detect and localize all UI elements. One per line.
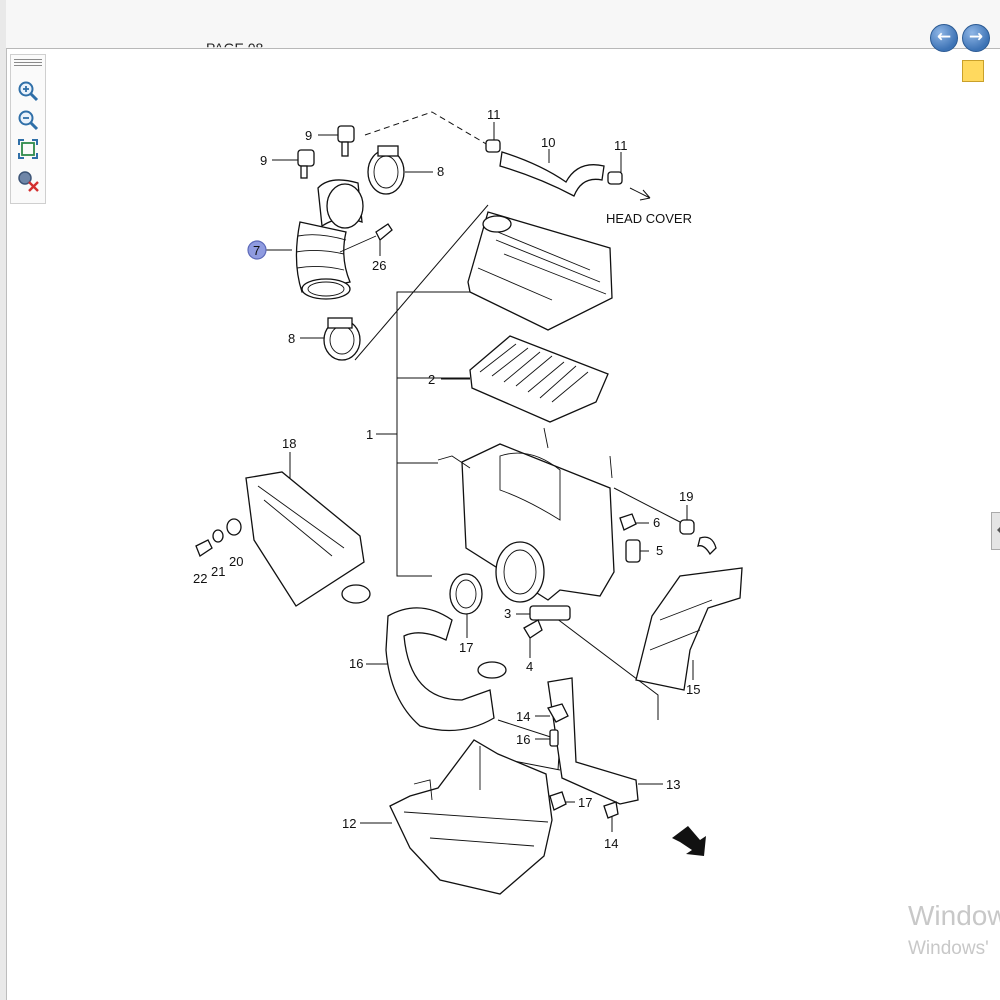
callout-9b: 9 (260, 153, 267, 168)
arrow-right-icon: → (968, 27, 984, 47)
callout-13: 13 (666, 777, 680, 792)
callout-12: 12 (342, 816, 356, 831)
callout-labels[interactable]: 9 9 11 10 11 8 7 26 8 2 1 18 19 6 5 20 2… (193, 107, 700, 831)
callout-20: 17 (459, 640, 473, 655)
callout-15: 14 (516, 709, 530, 724)
callout-26: 26 (372, 258, 386, 273)
windows-activation-watermark: Window (908, 900, 1000, 931)
part-connector-9 (297, 125, 355, 179)
fwd-arrow-icon (672, 826, 706, 856)
clear-highlight-icon (18, 171, 39, 192)
zoom-in-icon (18, 81, 39, 102)
callout-17-text[interactable]: 17 (578, 795, 592, 810)
callout-11a: 11 (487, 107, 501, 122)
callout-16-text[interactable]: 16 (516, 732, 530, 747)
part-screws-3-4-5-6 (523, 513, 641, 639)
callout-24: 21 (211, 564, 225, 579)
callout-7-highlight[interactable] (247, 240, 267, 260)
clear-highlight-button[interactable] (16, 168, 40, 192)
part-clamp-8b (323, 317, 361, 361)
viewer-top-bar (6, 0, 1000, 49)
page-header-text: PAGE 08 (206, 40, 264, 56)
part-bracket-13-15-16-17-14 (547, 677, 639, 819)
part-intake-hose-7 (295, 179, 364, 300)
callout-8a: 8 (437, 164, 444, 179)
part-resonator-21 (245, 471, 371, 607)
part-hose-19 (385, 607, 507, 732)
part-seal-20 (449, 573, 483, 615)
zoom-toolbar (10, 54, 46, 204)
fit-page-button[interactable] (16, 137, 40, 161)
callout-10: 10 (541, 135, 555, 150)
callout-1: 1 (366, 427, 373, 442)
callout-2: 2 (428, 372, 435, 387)
toolbar-grip-handle[interactable] (14, 59, 42, 68)
previous-page-button[interactable]: ← (930, 24, 958, 52)
callout-9a: 9 (305, 128, 312, 143)
arrow-left-icon: ← (936, 27, 952, 47)
callout-4: 4 (526, 659, 533, 674)
next-page-button[interactable]: → (962, 24, 990, 52)
part-hose-10 (485, 139, 651, 201)
callout-6: 6 (653, 515, 660, 530)
window-left-frame (0, 0, 7, 1000)
callout-5: 5 (656, 543, 663, 558)
zoom-in-button[interactable] (16, 79, 40, 103)
callout-22: 19 (679, 489, 693, 504)
callout-14-text[interactable]: 14 (604, 836, 618, 851)
sticky-note-icon[interactable] (962, 60, 984, 82)
part-clamp-8 (367, 145, 405, 195)
part-duct-18 (635, 567, 743, 691)
fit-page-icon (18, 139, 38, 159)
part-hardware-23-24-25 (195, 518, 242, 557)
part-cleaner-cap-air-filter-top (467, 211, 613, 331)
callout-18: 15 (686, 682, 700, 697)
side-panel-toggle[interactable] (991, 512, 1000, 550)
callout-21: 18 (282, 436, 296, 451)
callout-23: 20 (229, 554, 243, 569)
callout-8b: 8 (288, 331, 295, 346)
zoom-out-button[interactable] (16, 108, 40, 132)
part-case-1 (437, 427, 615, 603)
part-element-2 (469, 335, 609, 423)
leader-lines (265, 111, 694, 832)
callout-11b: 11 (614, 138, 628, 153)
callout-7: 7 (253, 243, 260, 258)
callout-3: 3 (504, 606, 511, 621)
zoom-out-icon (18, 110, 39, 131)
windows-activation-watermark-sub: Windows' (908, 938, 989, 959)
part-grommet-22 (679, 519, 717, 556)
callout-25: 22 (193, 571, 207, 586)
callout-19: 16 (349, 656, 363, 671)
part-box-12 (389, 739, 553, 895)
part-bolt-26 (339, 223, 393, 253)
head-cover-note: HEAD COVER (606, 211, 692, 226)
